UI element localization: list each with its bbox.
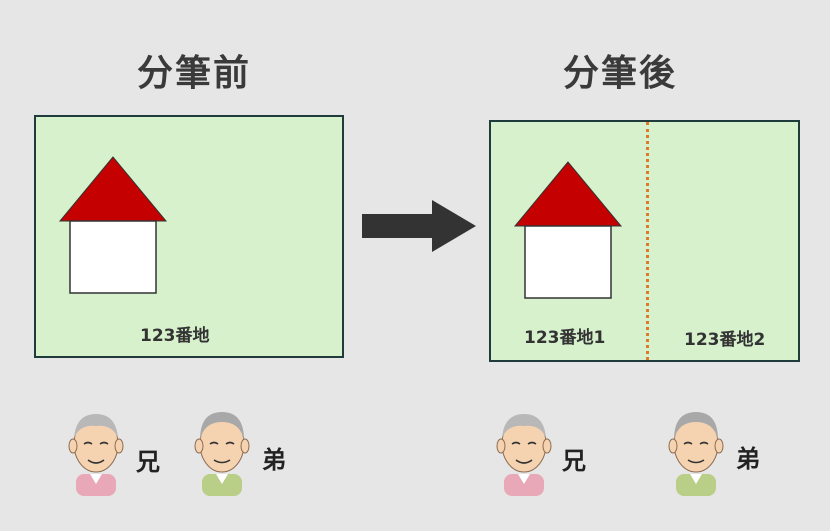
younger-brother-label: 弟	[736, 445, 760, 473]
before-title: 分筆前	[136, 53, 251, 94]
elder-brother-icon	[68, 414, 124, 496]
younger-brother-icon	[668, 412, 724, 496]
lot-label-before: 123番地	[140, 326, 210, 346]
lot-label-after-1: 123番地1	[524, 328, 606, 348]
elder-brother-icon	[496, 414, 552, 496]
arrow-right-icon	[362, 200, 476, 252]
younger-brother-icon	[194, 412, 250, 496]
lot-after: 123番地1 123番地2	[489, 120, 800, 362]
lot-before: 123番地	[34, 115, 344, 358]
elder-brother-label: 兄	[562, 447, 586, 475]
lot-label-after-2: 123番地2	[684, 330, 766, 350]
after-title: 分筆後	[562, 53, 677, 94]
house-icon	[58, 156, 168, 294]
younger-brother-label: 弟	[262, 446, 286, 474]
split-line	[646, 122, 649, 360]
house-icon	[513, 161, 623, 299]
elder-brother-label: 兄	[136, 448, 160, 476]
